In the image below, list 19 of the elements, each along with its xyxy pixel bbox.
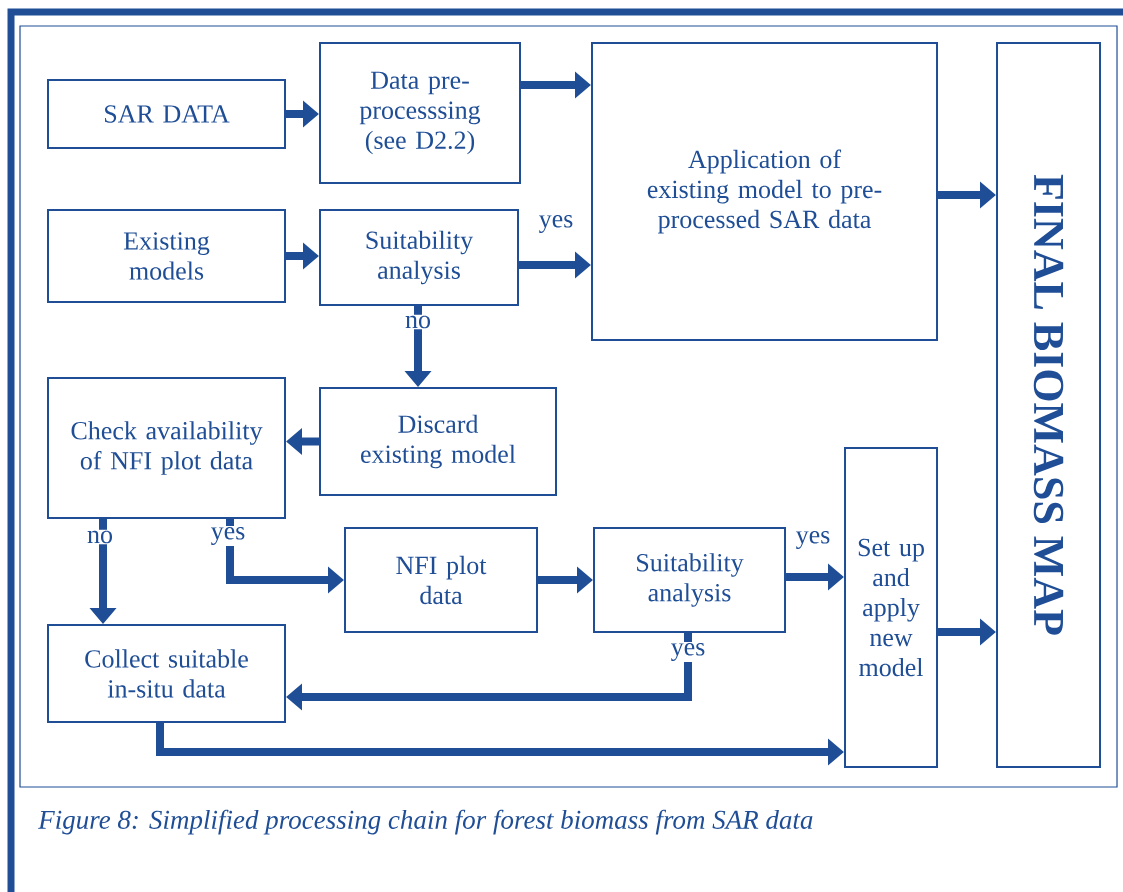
edge-label: no xyxy=(404,314,432,330)
process-box: FINAL BIOMASS MAP xyxy=(996,42,1101,768)
edge-label: yes xyxy=(537,214,575,234)
process-box: NFI plot data xyxy=(344,527,538,633)
process-box: Suitability analysis xyxy=(319,209,519,306)
process-box: Set up and apply new model xyxy=(844,447,938,768)
edge-label: yes xyxy=(794,530,832,550)
process-box: Collect suitable in-situ data xyxy=(47,624,286,723)
process-box: SAR DATA xyxy=(47,79,286,149)
process-box: Suitability analysis xyxy=(593,527,786,633)
process-box: Application of existing model to pre-processed SAR data xyxy=(591,42,938,341)
edge-label: yes xyxy=(209,526,247,546)
process-box: Check availability of NFI plot data xyxy=(47,377,286,519)
edge-label: no xyxy=(86,529,114,545)
caption: Figure 8: Simplified processing chain for forest biomass from SAR data xyxy=(38,809,813,835)
edge-label: yes xyxy=(669,642,707,662)
process-box: Discard existing model xyxy=(319,387,557,496)
process-box: Existing models xyxy=(47,209,286,303)
process-box: Data pre- processsing (see D2.2) xyxy=(319,42,521,184)
